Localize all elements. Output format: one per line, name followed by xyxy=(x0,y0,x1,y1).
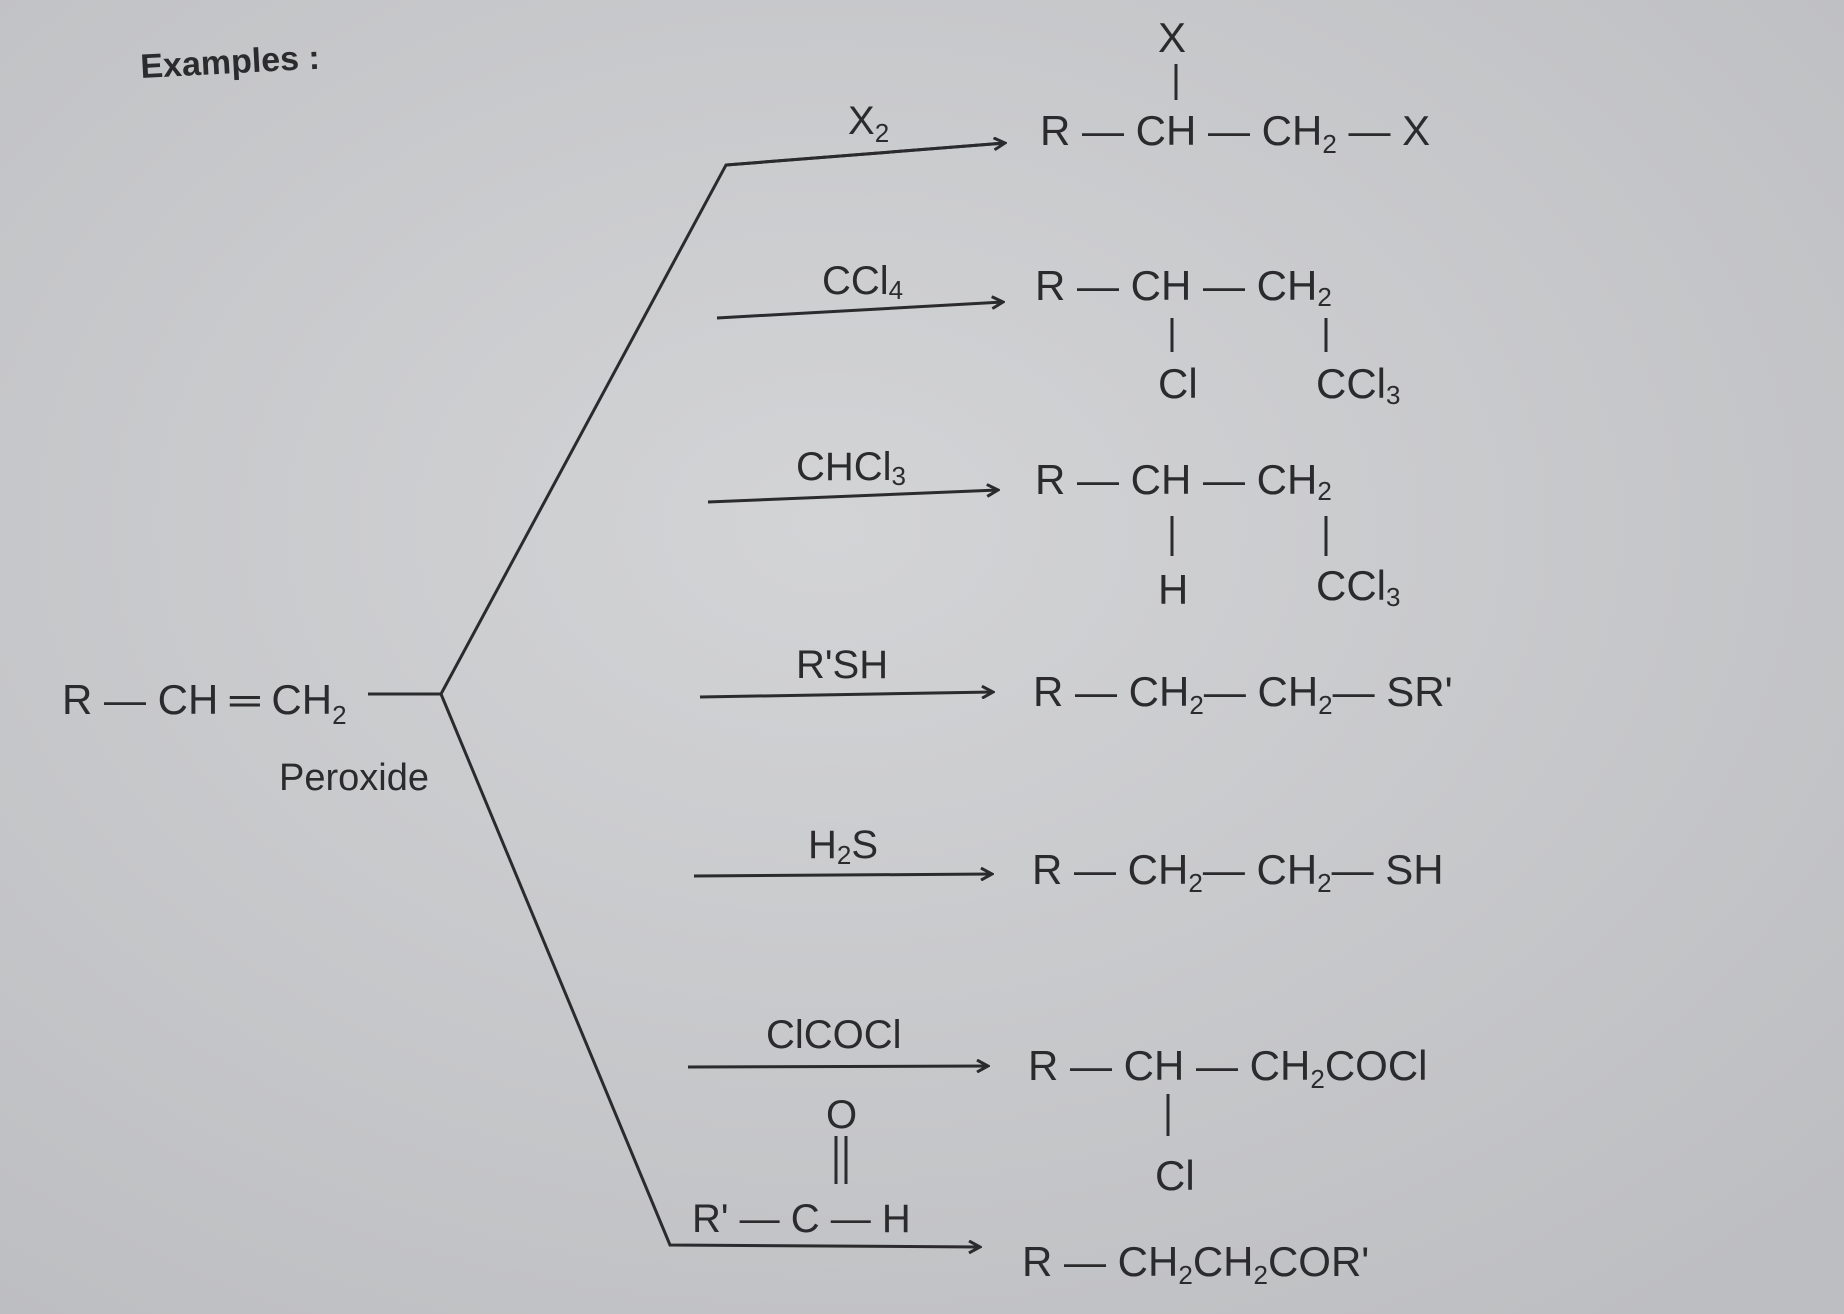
svg-text:CCl3: CCl3 xyxy=(1316,360,1400,410)
svg-text:H: H xyxy=(1158,566,1188,613)
arrow-clcocl xyxy=(687,1066,988,1067)
examples-heading: Examples : xyxy=(139,39,320,86)
reagent-x2: X2 xyxy=(848,99,889,148)
reagent-aldehyde: O R' — C — H xyxy=(692,1093,911,1241)
product-7: R — CH2CH2COR' xyxy=(1022,1238,1369,1290)
reactant-formula: R — CH ═ CH2 xyxy=(62,676,347,730)
product-6: R — CH — CH2COCl Cl xyxy=(1028,1042,1427,1199)
arrow-h2s xyxy=(693,874,992,876)
peroxide-condition: Peroxide xyxy=(279,757,429,799)
product-5: R — CH2— CH2— SH xyxy=(1032,846,1444,898)
svg-text:R — CH — CH2COCl: R — CH — CH2COCl xyxy=(1028,1042,1427,1094)
arrow-x2 xyxy=(725,143,1005,167)
svg-text:Cl: Cl xyxy=(1155,1152,1195,1199)
reagent-h2s: H2S xyxy=(808,823,878,870)
arrow-rsh xyxy=(699,692,993,697)
svg-text:O: O xyxy=(826,1093,857,1137)
product-2: R — CH — CH2 Cl CCl3 xyxy=(1035,262,1400,410)
svg-text:R — CH — CH2: R — CH — CH2 xyxy=(1035,262,1332,312)
svg-text:R — CH2— CH2— SR': R — CH2— CH2— SR' xyxy=(1033,668,1453,720)
svg-text:R — CH — CH2 — X: R — CH — CH2 — X xyxy=(1040,107,1430,159)
svg-text:R — CH2CH2COR': R — CH2CH2COR' xyxy=(1022,1238,1369,1290)
svg-text:R — CH — CH2: R — CH — CH2 xyxy=(1035,456,1332,506)
svg-text:R' — C — H: R' — C — H xyxy=(692,1197,911,1241)
product-3: R — CH — CH2 H CCl3 xyxy=(1035,456,1400,613)
svg-text:R — CH2— CH2— SH: R — CH2— CH2— SH xyxy=(1032,846,1444,898)
reagent-ccl4: CCl4 xyxy=(822,259,903,305)
svg-text:X: X xyxy=(1158,14,1186,61)
product-4: R — CH2— CH2— SR' xyxy=(1033,668,1453,720)
arrow-chcl3 xyxy=(707,490,998,504)
product-1: X R — CH — CH2 — X xyxy=(1040,14,1430,159)
reagent-clcocl: ClCOCl xyxy=(766,1013,902,1057)
reagent-chcl3: CHCl3 xyxy=(796,445,906,491)
svg-text:CCl3: CCl3 xyxy=(1316,562,1400,612)
svg-text:Cl: Cl xyxy=(1158,360,1198,407)
branch-line-bottom xyxy=(439,693,980,1247)
reagent-rsh: R'SH xyxy=(796,643,888,687)
arrow-ccl4 xyxy=(716,302,1003,320)
